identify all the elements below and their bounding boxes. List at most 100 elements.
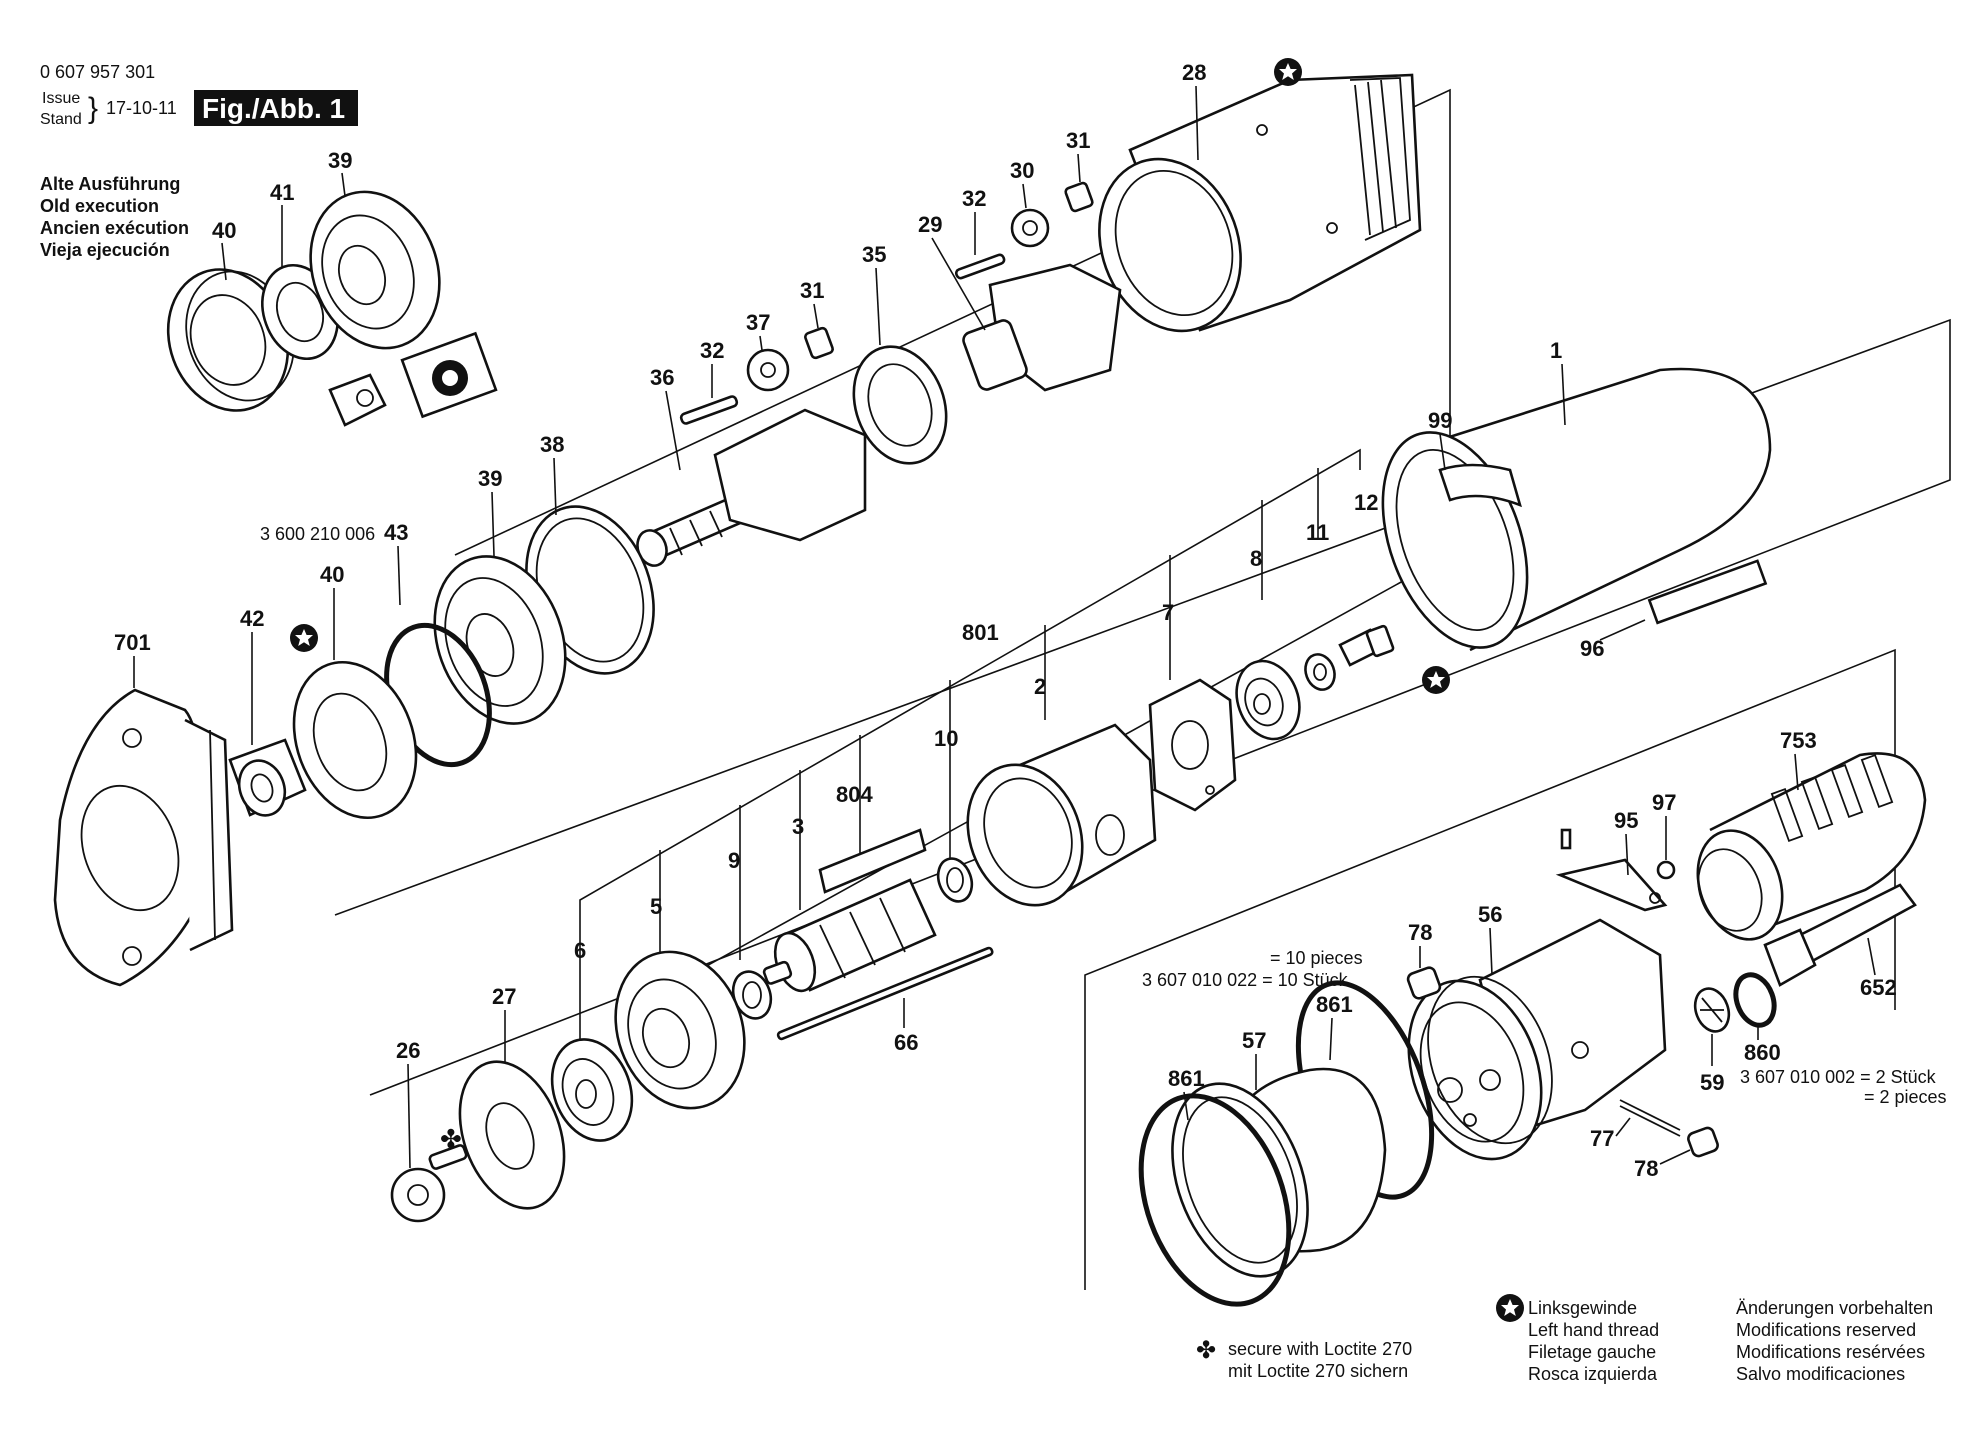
part-27-shim: [458, 1060, 566, 1210]
label-10: 10: [934, 726, 958, 751]
label-40-old: 40: [212, 218, 236, 243]
loctite-icon: ✤: [440, 1125, 462, 1155]
part-3-rotor: [762, 878, 937, 993]
label-36: 36: [650, 365, 674, 390]
label-99: 99: [1428, 408, 1452, 433]
part-11-washer: [1304, 653, 1336, 691]
mod-fr: Modifications resérvées: [1736, 1342, 1925, 1362]
label-32-mid: 32: [700, 338, 724, 363]
label-3: 3: [792, 814, 804, 839]
fig-label-box: [194, 90, 358, 126]
part-97: [1656, 860, 1676, 880]
label-12: 12: [1354, 490, 1378, 515]
part-2-cylinder: [966, 723, 1157, 907]
label-1: 1: [1550, 338, 1562, 363]
part-40: [292, 660, 418, 820]
part-29-rotor: [962, 263, 1122, 392]
part-12-screw: [1338, 624, 1395, 667]
label-9: 9: [728, 848, 740, 873]
old-execution-label: Alte Ausführung Old execution Ancien exé…: [40, 174, 189, 260]
part-652-nipple: [1763, 883, 1917, 987]
part-36-shaft: [636, 408, 867, 567]
part-10: [936, 857, 974, 903]
label-27: 27: [492, 984, 516, 1009]
lh-thread-es: Rosca izquierda: [1528, 1364, 1658, 1384]
label-31-top: 31: [1066, 128, 1090, 153]
part-95-screw: [1560, 828, 1572, 850]
lh-thread-en: Left hand thread: [1528, 1320, 1659, 1340]
loctite-icon: ✤: [1196, 1336, 1216, 1364]
header: 0 607 957 301 Issue Stand } 17-10-11 Fig…: [40, 62, 358, 128]
part-753-silencer: [1696, 752, 1927, 941]
part-77-valve: [1619, 1099, 1681, 1137]
label-5: 5: [650, 894, 662, 919]
loctite-note-en: secure with Loctite 270: [1228, 1339, 1412, 1359]
old-part-39: [309, 190, 441, 350]
brace: }: [88, 92, 98, 125]
issue-label: Issue: [42, 90, 80, 107]
label-11: 11: [1306, 520, 1329, 545]
part-6-bearing: [550, 1038, 634, 1142]
label-861-right: 861: [1316, 992, 1353, 1017]
qty-860-pieces: = 2 pieces: [1864, 1087, 1947, 1107]
part-9: [731, 970, 773, 1020]
label-77: 77: [1590, 1126, 1614, 1151]
label-37: 37: [746, 310, 770, 335]
old-execution-en: Old execution: [40, 196, 159, 216]
label-28: 28: [1182, 60, 1206, 85]
part-39-bearing: [433, 555, 567, 725]
left-hand-thread-icon: [1422, 666, 1450, 694]
label-29: 29: [918, 212, 942, 237]
part-96-plate: [1647, 559, 1768, 625]
fig-label: Fig./Abb. 1: [202, 93, 345, 124]
issue-date: 17-10-11: [106, 98, 177, 118]
part-37: [746, 348, 790, 392]
part-30: [1010, 208, 1050, 248]
qty-860-stueck: 3 607 010 002 = 2 Stück: [1740, 1067, 1937, 1087]
qty-78-stueck: 3 607 010 022 = 10 Stück: [1142, 970, 1349, 990]
label-43-code: 3 600 210 006: [260, 524, 375, 544]
label-31-mid: 31: [800, 278, 824, 303]
part-59-filter: [1693, 987, 1731, 1033]
mod-de: Änderungen vorbehalten: [1736, 1298, 1933, 1318]
legend-loctite: ✤ secure with Loctite 270 mit Loctite 27…: [1196, 1336, 1412, 1381]
label-8: 8: [1250, 546, 1262, 571]
part-56-housing: [1407, 918, 1667, 1161]
part-8-bearing: [1235, 659, 1301, 741]
label-801: 801: [962, 620, 999, 645]
part-7-plate: [1148, 678, 1237, 812]
lh-thread-fr: Filetage gauche: [1528, 1342, 1656, 1362]
label-861-left: 861: [1168, 1066, 1205, 1091]
old-icons: [328, 331, 498, 427]
old-execution-es: Vieja ejecución: [40, 240, 170, 260]
label-39-old: 39: [328, 148, 352, 173]
label-804: 804: [836, 782, 873, 807]
label-701: 701: [114, 630, 151, 655]
label-41: 41: [270, 180, 294, 205]
label-56: 56: [1478, 902, 1502, 927]
label-78-top: 78: [1408, 920, 1432, 945]
label-39: 39: [478, 466, 502, 491]
label-66: 66: [894, 1030, 918, 1055]
part-66-pin: [776, 946, 994, 1041]
part-32-mid: [679, 395, 739, 425]
part-31-mid: [804, 326, 834, 360]
label-26: 26: [396, 1038, 420, 1063]
label-652: 652: [1860, 975, 1897, 1000]
label-95: 95: [1614, 808, 1638, 833]
part-28-housing: [1098, 73, 1422, 333]
label-78-bottom: 78: [1634, 1156, 1658, 1181]
doc-number: 0 607 957 301: [40, 62, 155, 82]
old-execution-fr: Ancien exécution: [40, 218, 189, 238]
left-hand-thread-icon: [1496, 1294, 1524, 1322]
part-78-bottom: [1687, 1126, 1719, 1158]
part-804-vane: [818, 828, 927, 894]
label-860: 860: [1744, 1040, 1781, 1065]
part-860-oring: [1733, 972, 1777, 1028]
part-1-cylinder: [1381, 367, 1772, 652]
mod-en: Modifications reserved: [1736, 1320, 1916, 1340]
legend-left-hand-thread: Linksgewinde Left hand thread Filetage g…: [1496, 1294, 1659, 1384]
part-32-top: [954, 253, 1006, 280]
part-78-top: [1406, 966, 1442, 1000]
